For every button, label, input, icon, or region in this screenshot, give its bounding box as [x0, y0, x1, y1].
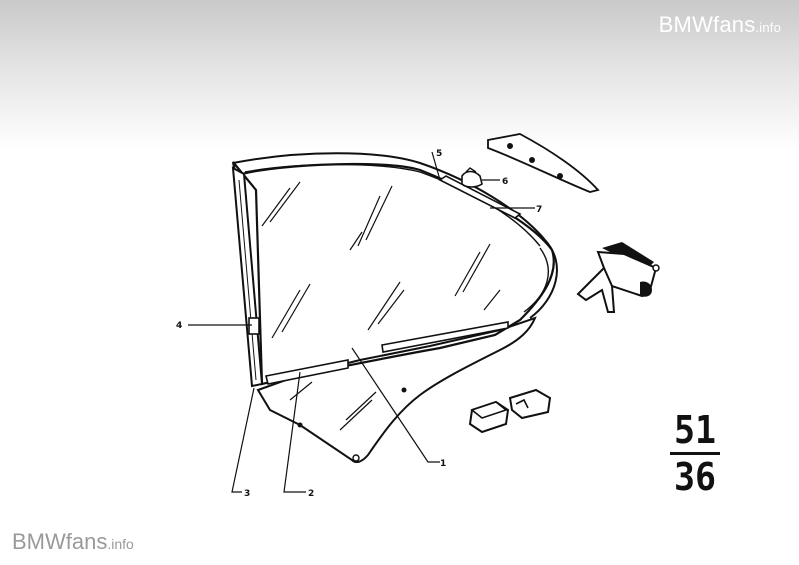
header-gradient	[0, 0, 799, 150]
watermark-top: BMWfans.info	[659, 12, 781, 38]
glass-panel	[256, 316, 537, 464]
trim-strip	[487, 133, 600, 193]
callout-6: 6	[502, 177, 508, 187]
watermark-brand: BMWfans	[12, 529, 108, 554]
group-code-bottom: 36	[673, 455, 717, 499]
callout-7: 7	[536, 205, 542, 215]
rubber-blocks	[468, 388, 552, 434]
callout-5: 5	[436, 149, 442, 159]
hinge-bracket	[576, 242, 660, 313]
clip-part	[461, 170, 483, 188]
group-code-top: 51	[673, 408, 717, 452]
callout-4: 4	[176, 321, 182, 331]
watermark-suffix: .info	[755, 20, 781, 35]
callout-1: 1	[440, 459, 446, 469]
watermark-suffix: .info	[107, 536, 134, 552]
callout-3: 3	[244, 489, 250, 499]
watermark-brand: BMWfans	[658, 12, 756, 37]
watermark-bottom: BMWfans.info	[12, 529, 134, 555]
callout-2: 2	[308, 489, 314, 499]
group-code-divider	[670, 452, 720, 455]
group-code: 51 36	[668, 410, 722, 497]
lower-seal-strip	[265, 359, 349, 385]
